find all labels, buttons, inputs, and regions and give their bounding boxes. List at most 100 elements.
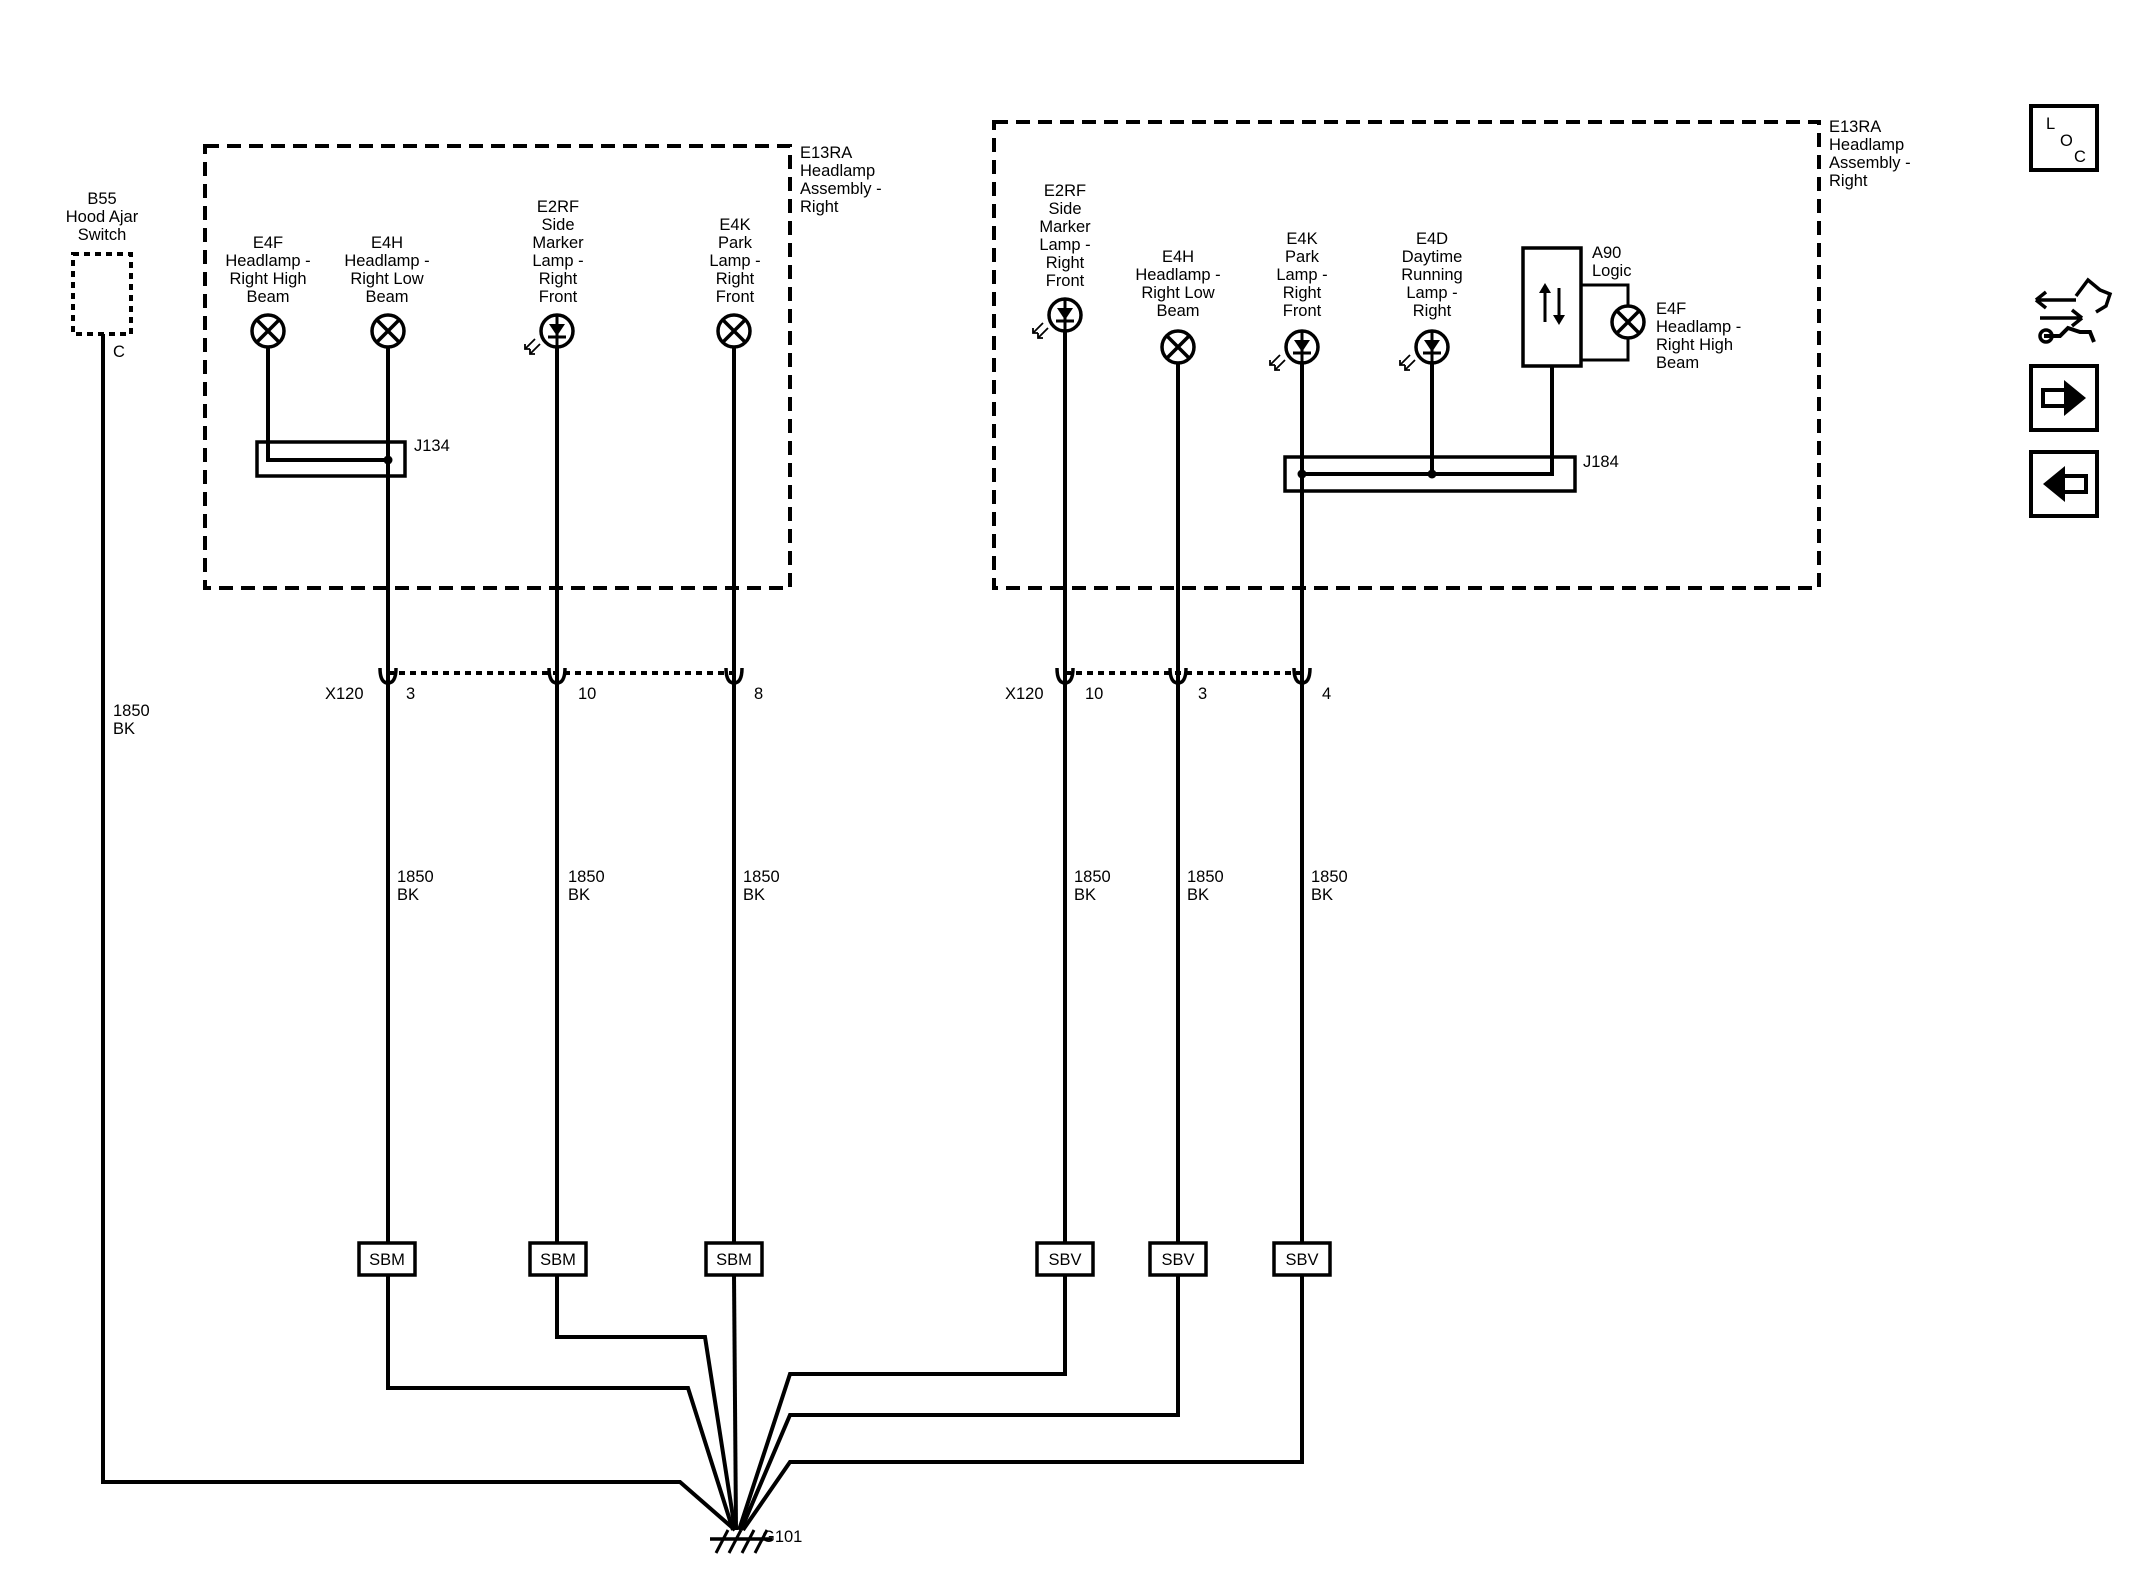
svg-text:Right High: Right High — [1656, 336, 1733, 354]
x120-left-pin-10-terminal — [547, 657, 567, 685]
svg-text:Right: Right — [1413, 302, 1452, 320]
left-assembly-outline — [203, 144, 792, 590]
j184-label: J184 — [1583, 453, 1619, 471]
svg-text:Headlamp -: Headlamp - — [1656, 318, 1741, 336]
switch-wire-label: 1850 BK — [113, 702, 150, 738]
svg-text:Lamp -: Lamp - — [709, 252, 760, 270]
previous-button[interactable] — [2029, 450, 2099, 518]
left-e4f-label: E4F Headlamp - Right High Beam — [225, 234, 310, 306]
connector-wrench-icon[interactable] — [2034, 277, 2113, 344]
svg-text:1850: 1850 — [568, 868, 605, 886]
a90-label: A90 Logic — [1592, 244, 1631, 280]
x120-left-pin-3: 3 — [406, 685, 415, 703]
svg-text:BK: BK — [1074, 886, 1096, 904]
svg-text:1850: 1850 — [1187, 868, 1224, 886]
svg-text:BK: BK — [568, 886, 590, 904]
x120-right-label: X120 — [1005, 685, 1044, 703]
svg-text:E2RF: E2RF — [1044, 182, 1086, 200]
led-drl-icon — [1398, 329, 1450, 372]
svg-text:Right: Right — [716, 270, 755, 288]
svg-text:BK: BK — [1311, 886, 1333, 904]
x120-left-pin-8: 8 — [754, 685, 763, 703]
svg-text:B55: B55 — [87, 190, 116, 208]
splice-pack-sbv-2: SBV — [1148, 1241, 1208, 1277]
svg-text:E4H: E4H — [371, 234, 403, 252]
svg-text:E13RA: E13RA — [1829, 118, 1881, 136]
svg-text:Right: Right — [1283, 284, 1322, 302]
svg-text:E4F: E4F — [1656, 300, 1686, 318]
svg-text:SBV: SBV — [1048, 1251, 1081, 1269]
svg-text:BK: BK — [397, 886, 419, 904]
x120-right-pin-4: 4 — [1322, 685, 1331, 703]
svg-text:Right: Right — [800, 198, 839, 216]
svg-text:Hood Ajar: Hood Ajar — [66, 208, 139, 226]
splice-pack-sbv-1: SBV — [1035, 1241, 1095, 1277]
led-side-marker-right-icon — [1031, 297, 1083, 340]
splice-pack-sbv-3: SBV — [1272, 1241, 1332, 1277]
a90-logic-module — [1521, 246, 1583, 368]
svg-text:E13RA: E13RA — [800, 144, 852, 162]
svg-text:E4F: E4F — [253, 234, 283, 252]
svg-text:Assembly -: Assembly - — [1829, 154, 1911, 172]
svg-text:Marker: Marker — [1039, 218, 1091, 236]
svg-text:E2RF: E2RF — [537, 198, 579, 216]
svg-text:Lamp -: Lamp - — [532, 252, 583, 270]
svg-text:Front: Front — [539, 288, 578, 306]
right-e4f-label: E4F Headlamp - Right High Beam — [1656, 300, 1741, 372]
location-button[interactable]: L O C — [2029, 104, 2099, 172]
splice-pack-sbm-2: SBM — [528, 1241, 588, 1277]
svg-text:E4K: E4K — [719, 216, 750, 234]
lamp-e4f-high-beam-right-icon — [1610, 304, 1646, 340]
left-e4k-label: E4K Park Lamp - Right Front — [709, 216, 760, 306]
svg-text:BK: BK — [743, 886, 765, 904]
svg-text:Front: Front — [716, 288, 755, 306]
lamp-e4f-high-beam-icon — [250, 313, 286, 349]
svg-text:Right Low: Right Low — [1141, 284, 1214, 302]
svg-text:E4K: E4K — [1286, 230, 1317, 248]
svg-text:Beam: Beam — [1156, 302, 1199, 320]
svg-text:BK: BK — [113, 720, 135, 738]
svg-text:Side: Side — [541, 216, 574, 234]
svg-text:Lamp -: Lamp - — [1406, 284, 1457, 302]
x120-right-pin-10: 10 — [1085, 685, 1103, 703]
svg-text:L: L — [2046, 115, 2055, 133]
svg-text:Beam: Beam — [365, 288, 408, 306]
x120-left-pin-10: 10 — [578, 685, 596, 703]
ground-label: G101 — [762, 1528, 802, 1546]
left-assembly-label: E13RA Headlamp Assembly - Right — [800, 144, 882, 216]
logic-arrows-icon — [1539, 283, 1565, 325]
right-assembly-outline — [992, 120, 1821, 590]
svg-text:Right: Right — [539, 270, 578, 288]
next-button[interactable] — [2029, 364, 2099, 432]
ground-icon — [710, 1529, 772, 1554]
right-e2rf-label: E2RF Side Marker Lamp - Right Front — [1039, 182, 1091, 290]
svg-text:A90: A90 — [1592, 244, 1621, 262]
svg-text:Running: Running — [1401, 266, 1462, 284]
svg-text:SBV: SBV — [1285, 1251, 1318, 1269]
svg-text:1850: 1850 — [1311, 868, 1348, 886]
svg-text:Park: Park — [718, 234, 753, 252]
switch-pin-c: C — [113, 343, 125, 361]
svg-text:Lamp -: Lamp - — [1276, 266, 1327, 284]
x120-right-pin-3-terminal — [1168, 657, 1188, 685]
x120-left-pin-8-terminal — [724, 657, 744, 685]
svg-text:Right Low: Right Low — [350, 270, 423, 288]
lamp-e4h-low-beam-right-icon — [1160, 329, 1196, 365]
x120-right-pin-3: 3 — [1198, 685, 1207, 703]
arrow-right-icon — [2041, 380, 2086, 416]
splice-pack-sbm-1: SBM — [357, 1241, 417, 1277]
left-e4h-label: E4H Headlamp - Right Low Beam — [344, 234, 429, 306]
svg-text:Side: Side — [1048, 200, 1081, 218]
svg-text:BK: BK — [1187, 886, 1209, 904]
svg-text:E4H: E4H — [1162, 248, 1194, 266]
svg-text:1850: 1850 — [113, 702, 150, 720]
svg-text:Marker: Marker — [532, 234, 584, 252]
led-side-marker-icon — [523, 313, 575, 356]
b55-label: B55 Hood Ajar Switch — [66, 190, 139, 244]
svg-text:SBM: SBM — [540, 1251, 576, 1269]
